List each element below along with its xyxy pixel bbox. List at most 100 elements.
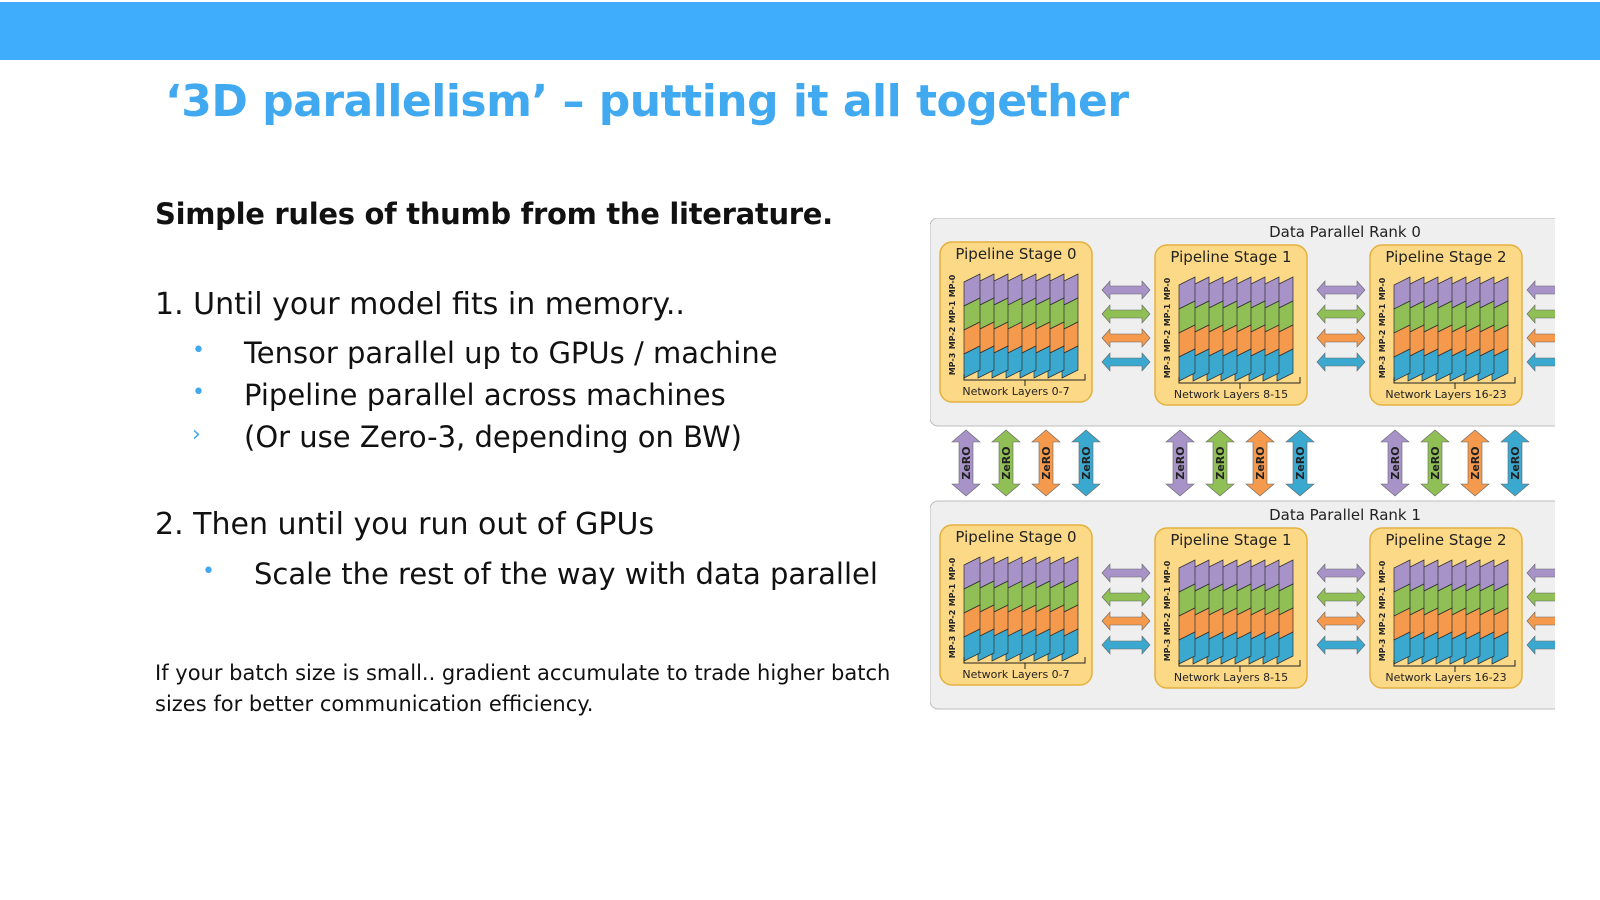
network-layers-label: Network Layers 16-23 [1385,388,1506,401]
zero-label: ZeRO [1000,446,1013,479]
horizontal-double-arrow-icon [1101,304,1151,324]
vertical-double-arrow-icon [1165,429,1195,497]
network-layers-label: Network Layers 8-15 [1174,671,1288,684]
top-accent-bar [0,2,1600,60]
horizontal-double-arrow-icon [1101,328,1151,348]
zero-label: ZeRO [1509,446,1522,479]
network-layer-plate [963,345,981,379]
horizontal-double-arrow-icon [1526,328,1555,348]
network-layer-plate [1393,631,1411,665]
mp-label: MP-1 [948,300,957,323]
batch-size-note: If your batch size is small.. gradient a… [155,661,891,716]
mp-label: MP-3 [1163,639,1172,662]
horizontal-double-arrow-icon [1526,611,1555,631]
mp-label: MP-2 [1378,330,1387,353]
mp-label: MP-1 [1378,303,1387,326]
bullet-item: • Scale the rest of the way with data pa… [202,557,878,591]
mp-label: MP-0 [948,274,957,297]
mp-label: MP-2 [948,327,957,350]
mp-label: MP-3 [1163,356,1172,379]
bullet-text: Tensor parallel up to GPUs / machine [244,336,778,370]
horizontal-double-arrow-icon [1316,280,1366,300]
zero-label: ZeRO [1469,446,1482,479]
bullet-item: › (Or use Zero-3, depending on BW) [192,420,742,454]
bullet-text: Pipeline parallel across machines [244,378,726,412]
network-layer-plate [963,628,981,662]
zero-label: ZeRO [1294,446,1307,479]
vertical-double-arrow-icon [1031,429,1061,497]
mp-label: MP-0 [1378,277,1387,300]
chevron-right-icon: › [192,422,201,447]
slide-title: ‘3D parallelism’ – putting it all togeth… [165,76,1129,127]
slide-subtitle: Simple rules of thumb from the literatur… [155,197,833,231]
mp-label: MP-0 [1163,277,1172,300]
bullet-text: Scale the rest of the way with data para… [254,557,878,591]
bullet-item: • Pipeline parallel across machines [192,378,726,412]
mp-label: MP-3 [1378,639,1387,662]
zero-label: ZeRO [960,446,973,479]
mp-label: MP-2 [1163,330,1172,353]
horizontal-double-arrow-icon [1316,563,1366,583]
data-parallel-rank-label: Data Parallel Rank 0 [1269,223,1421,241]
pipeline-stage-label: Pipeline Stage 1 [1170,248,1291,266]
mp-label: MP-2 [948,610,957,633]
zero-label: ZeRO [1080,446,1093,479]
vertical-double-arrow-icon [1071,429,1101,497]
bullet-item: • Tensor parallel up to GPUs / machine [192,336,778,370]
horizontal-double-arrow-icon [1316,635,1366,655]
mp-label: MP-1 [1163,586,1172,609]
mp-label: MP-0 [1163,560,1172,583]
zero-label: ZeRO [1429,446,1442,479]
zero-label: ZeRO [1040,446,1053,479]
vertical-double-arrow-icon [991,429,1021,497]
horizontal-double-arrow-icon [1526,352,1555,372]
bullet-text: (Or use Zero-3, depending on BW) [244,420,742,454]
layer-bracket [1393,377,1516,389]
step-2-heading: 2. Then until you run out of GPUs [155,507,655,542]
pipeline-stage-label: Pipeline Stage 2 [1385,531,1506,549]
vertical-double-arrow-icon [1500,429,1530,497]
pipeline-stage-label: Pipeline Stage 0 [955,245,1076,263]
horizontal-double-arrow-icon [1101,635,1151,655]
layer-bracket [1178,660,1301,672]
network-layers-label: Network Layers 0-7 [962,385,1069,398]
horizontal-double-arrow-icon [1101,280,1151,300]
layer-bracket [963,657,1086,669]
zero-label: ZeRO [1174,446,1187,479]
horizontal-double-arrow-icon [1101,563,1151,583]
network-layer-plate [1178,631,1196,665]
vertical-double-arrow-icon [1285,429,1315,497]
step-1-heading: 1. Until your model fits in memory.. [155,287,685,322]
diagram-canvas: Data Parallel Rank 0 Pipeline Stage 0 MP-3… [930,218,1555,710]
bullet-dot-icon: • [192,338,205,363]
mp-label: MP-0 [948,557,957,580]
horizontal-double-arrow-icon [1316,304,1366,324]
mp-label: MP-3 [948,636,957,659]
network-layer-plate [1178,348,1196,382]
horizontal-double-arrow-icon [1316,352,1366,372]
vertical-double-arrow-icon [1205,429,1235,497]
bullet-dot-icon: • [192,380,205,405]
horizontal-double-arrow-icon [1526,635,1555,655]
vertical-double-arrow-icon [951,429,981,497]
zero-label: ZeRO [1389,446,1402,479]
3d-parallelism-diagram: Data Parallel Rank 0 Pipeline Stage 0 MP-3… [930,218,1555,718]
vertical-double-arrow-icon [1460,429,1490,497]
mp-label: MP-1 [1163,303,1172,326]
layer-bracket [963,374,1086,386]
layer-bracket [1178,377,1301,389]
horizontal-double-arrow-icon [1526,280,1555,300]
horizontal-double-arrow-icon [1526,563,1555,583]
pipeline-stage-label: Pipeline Stage 1 [1170,531,1291,549]
layer-bracket [1393,660,1516,672]
zero-label: ZeRO [1254,446,1267,479]
horizontal-double-arrow-icon [1316,587,1366,607]
vertical-double-arrow-icon [1380,429,1410,497]
horizontal-double-arrow-icon [1101,611,1151,631]
horizontal-double-arrow-icon [1316,328,1366,348]
pipeline-stage-label: Pipeline Stage 0 [955,528,1076,546]
horizontal-double-arrow-icon [1316,611,1366,631]
horizontal-double-arrow-icon [1101,352,1151,372]
pipeline-stage-label: Pipeline Stage 2 [1385,248,1506,266]
network-layers-label: Network Layers 16-23 [1385,671,1506,684]
